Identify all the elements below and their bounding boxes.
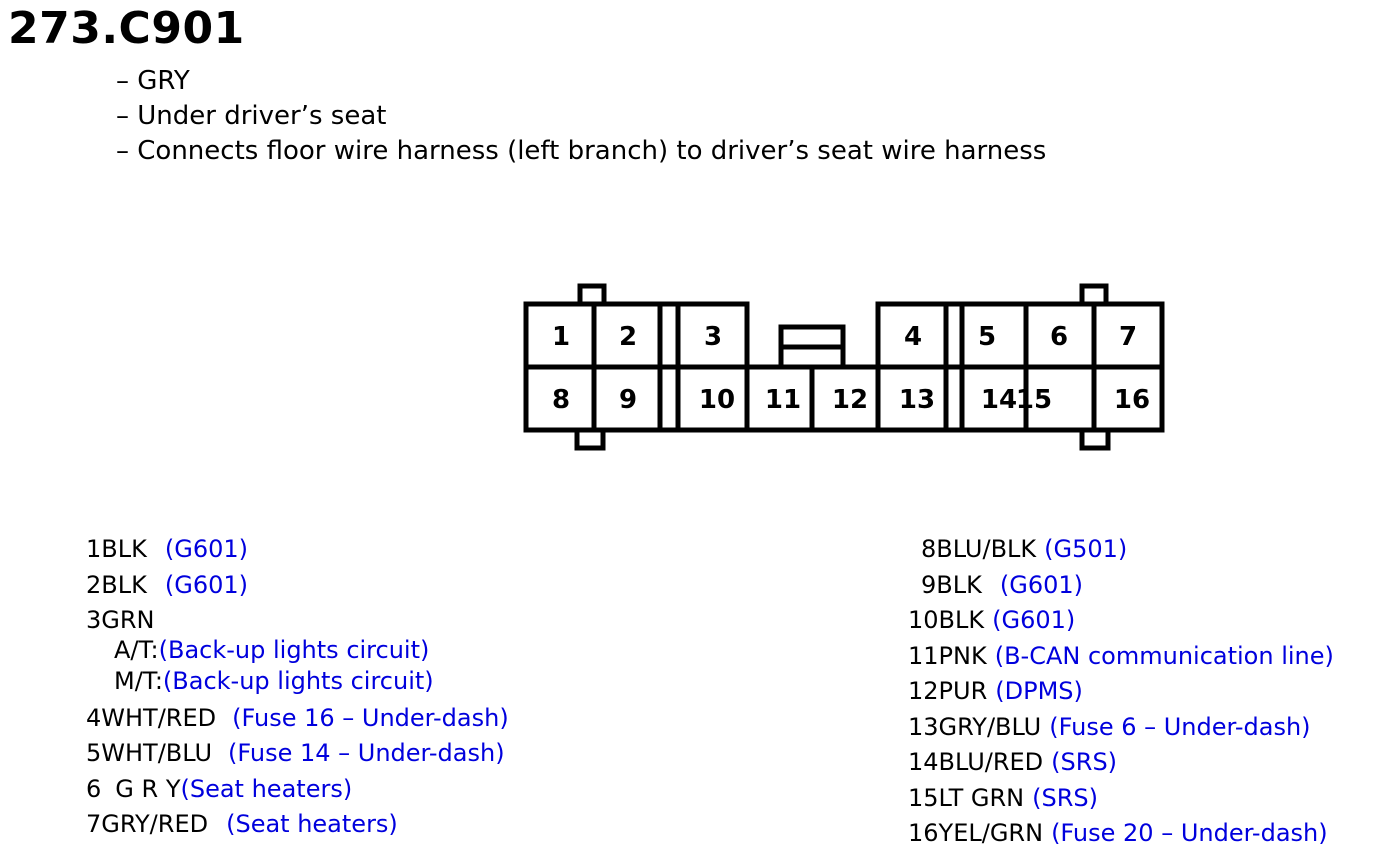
cavity-label: 14 <box>981 385 1017 415</box>
wire-color: GRN <box>101 606 155 634</box>
bottom-tab-left <box>574 427 606 451</box>
pin-row: 13GRY/BLU(Fuse 6 – Under-dash) <box>908 710 1334 746</box>
pin-number: 6 <box>86 774 102 803</box>
cavity-label: 10 <box>699 385 735 415</box>
pin-link[interactable]: (DPMS) <box>995 677 1083 705</box>
pin-number: 7 <box>86 810 102 838</box>
pin-link[interactable]: (SRS) <box>1051 748 1118 776</box>
pin-row: 16YEL/GRN(Fuse 20 – Under-dash) <box>908 816 1334 852</box>
wire-color: WHT/BLU <box>101 739 213 767</box>
pin-row: 12PUR(DPMS) <box>908 674 1334 710</box>
pin-link[interactable]: (SRS) <box>1032 783 1099 812</box>
cavity-label: 5 <box>978 322 996 352</box>
pin-number: 16 <box>908 819 939 847</box>
top-tab-left <box>577 283 607 307</box>
pin-number: 12 <box>908 677 939 705</box>
wire-color: BLU/RED <box>938 748 1044 776</box>
pin-number: 5 <box>86 739 102 767</box>
pin-link[interactable]: (Back-up lights circuit) <box>158 635 430 664</box>
pin-link[interactable]: (G601) <box>992 606 1076 634</box>
top-tab-right <box>1079 283 1109 307</box>
pin-number: 10 <box>908 606 939 634</box>
pin-link[interactable]: (Fuse 6 – Under-dash) <box>1049 712 1311 741</box>
pin-row: 5WHT/BLU (Fuse 14 – Under-dash) <box>86 736 509 772</box>
pin-number: 13 <box>908 712 939 741</box>
cavity-label: 2 <box>619 322 637 352</box>
pin-link[interactable]: (B-CAN communication line) <box>994 641 1334 670</box>
pin-number: 9 <box>921 570 937 599</box>
pin-row: 6 G R Y(Seat heaters) <box>86 772 509 808</box>
pin-row: 3GRN <box>86 603 509 639</box>
pin-row: 4WHT/RED (Fuse 16 – Under-dash) <box>86 701 509 737</box>
cavity-label: 9 <box>619 385 637 415</box>
cavity-label: 1 <box>552 322 570 352</box>
wire-color: PUR <box>938 677 988 705</box>
pin-number: 1 <box>86 535 102 563</box>
pin-row: 11PNK(B-CAN communication line) <box>908 639 1334 675</box>
pin-number: 15 <box>908 783 939 812</box>
bottom-tab-right <box>1079 427 1111 451</box>
cavity-label: 11 <box>765 385 801 415</box>
pin-subrow: M/T:(Back-up lights circuit) <box>86 666 509 697</box>
pin-link[interactable]: (Seat heaters) <box>180 774 353 803</box>
pin-list-right: 8BLU/BLK(G501) 9BLK(G601) 10BLK(G601) 11… <box>908 532 1334 852</box>
pin-number: 8 <box>921 535 937 563</box>
wire-color: BLK <box>936 570 982 599</box>
location-note: – Under driver’s seat <box>116 101 387 131</box>
wire-color: G R Y <box>115 774 181 803</box>
pin-subrow: A/T:(Back-up lights circuit) <box>86 635 509 666</box>
pin-number: 14 <box>908 748 939 776</box>
pin-number: 11 <box>908 641 939 670</box>
pin-link[interactable]: (G601) <box>164 535 248 563</box>
cavity-label: 8 <box>552 385 570 415</box>
pin-link[interactable]: (Fuse 20 – Under-dash) <box>1051 819 1328 847</box>
pin-number: 3 <box>86 606 102 634</box>
pin-link[interactable]: (G601) <box>164 570 248 599</box>
wire-color: WHT/RED <box>101 703 217 732</box>
cavity-label: 16 <box>1114 385 1150 415</box>
pin-link[interactable]: (G501) <box>1044 535 1128 563</box>
pin-row: 15LT GRN(SRS) <box>908 781 1334 817</box>
connector-description: – GRY – Under driver’s seat – Connects f… <box>116 64 1046 169</box>
pin-link[interactable]: (Fuse 14 – Under-dash) <box>228 739 505 767</box>
wire-color: BLK <box>101 570 147 599</box>
wire-color: BLU/BLK <box>936 535 1037 563</box>
pin-row: 10BLK(G601) <box>908 603 1334 639</box>
cavity-label: 6 <box>1050 322 1068 352</box>
wire-color: GRY/RED <box>101 810 209 838</box>
wire-color: YEL/GRN <box>938 819 1044 847</box>
variant-label: M/T: <box>114 666 163 695</box>
pin-row: 1BLK (G601) <box>86 532 509 568</box>
color-note: – GRY <box>116 66 190 96</box>
pin-link[interactable]: (Back-up lights circuit) <box>162 666 434 695</box>
wire-color: GRY/BLU <box>938 712 1042 741</box>
variant-label: A/T: <box>114 635 159 664</box>
pin-link[interactable]: (Seat heaters) <box>226 810 398 838</box>
page-title: 273.C901 <box>8 3 245 54</box>
pin-row: 2BLK (G601) <box>86 568 509 604</box>
pin-link[interactable]: (Fuse 16 – Under-dash) <box>232 703 509 732</box>
pin-row: 14BLU/RED(SRS) <box>908 745 1334 781</box>
wire-color: BLK <box>938 606 985 634</box>
cavity-label: 13 <box>899 385 935 415</box>
wire-color: LT GRN <box>938 783 1025 812</box>
pin-number: 4 <box>86 703 102 732</box>
cavity-label: 7 <box>1119 322 1137 352</box>
connection-note: – Connects floor wire harness (left bran… <box>116 136 1047 166</box>
wire-color: BLK <box>101 535 147 563</box>
pin-row: 9BLK (G601) <box>908 568 1334 604</box>
pin-list-left: 1BLK(G601) 2BLK(G601) 3GRN A/T:(Back-up … <box>86 532 509 843</box>
cavity-label: 4 <box>904 322 922 352</box>
pin-link[interactable]: (G601) <box>999 570 1083 599</box>
pin-number: 2 <box>86 570 102 599</box>
cavity-label: 3 <box>704 322 722 352</box>
cavity-label: 12 <box>832 385 868 415</box>
cavity-label: 15 <box>1016 385 1052 415</box>
pin-row: 8BLU/BLK(G501) <box>908 532 1334 568</box>
wire-color: PNK <box>938 641 987 670</box>
pin-row: 7GRY/RED (Seat heaters) <box>86 807 509 843</box>
